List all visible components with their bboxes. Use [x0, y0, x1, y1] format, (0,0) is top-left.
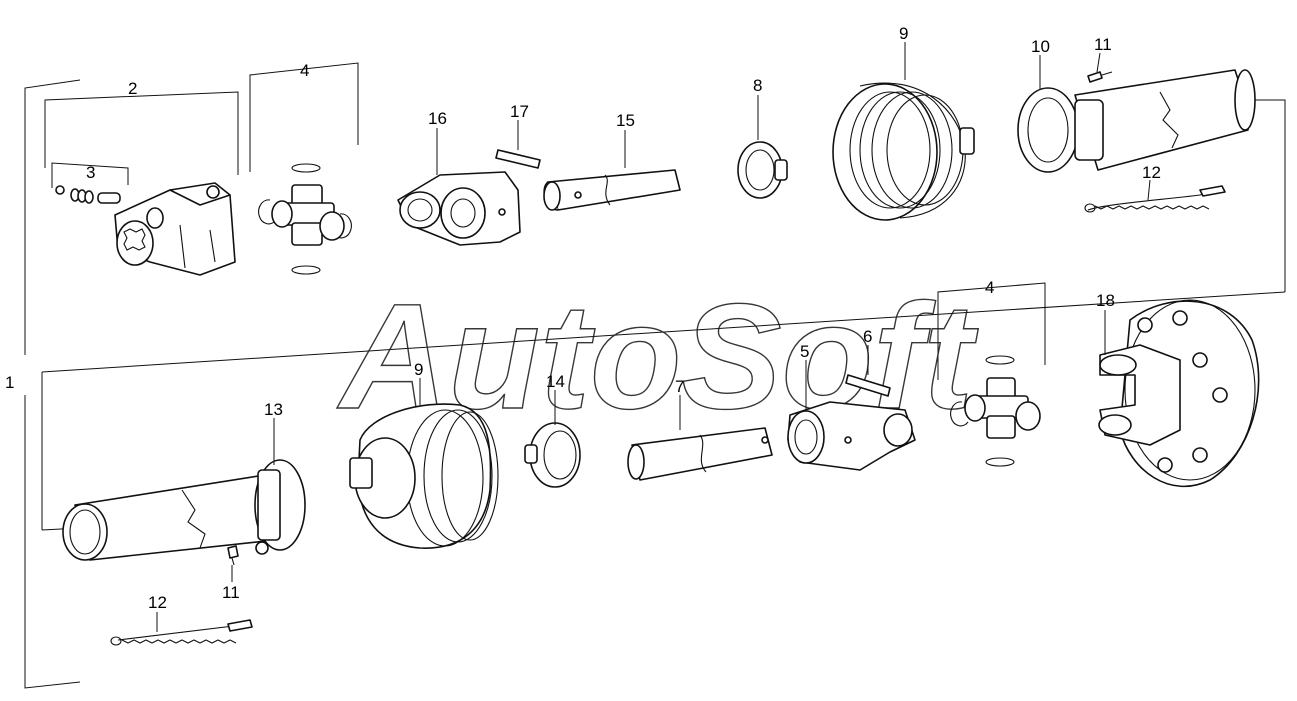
- callout-4-top: 4: [300, 61, 309, 80]
- detent-pin-set: [55, 185, 121, 204]
- safety-chain-top: [1084, 185, 1226, 213]
- callout-7: 7: [675, 377, 684, 396]
- outer-profile-tube: [627, 427, 773, 481]
- callout-17: 17: [510, 102, 529, 121]
- callout-12-bottom: 12: [148, 593, 167, 612]
- screw-top: [1087, 71, 1113, 83]
- callout-9-bottom: 9: [414, 360, 423, 379]
- callout-11-top: 11: [1094, 35, 1112, 54]
- splined-yoke: [114, 182, 236, 276]
- callout-13: 13: [264, 400, 283, 419]
- screw-bottom: [227, 545, 239, 566]
- outer-guard-tube-top: [1017, 69, 1256, 173]
- inner-tube-yoke: [397, 171, 521, 246]
- callout-1: 1: [5, 373, 14, 392]
- callout-labels: 1 2 3 4 16 17 15 8 9 10 11 12 9 13 14 7 …: [5, 24, 1161, 612]
- safety-chain-bottom: [110, 619, 253, 646]
- leader-lines: [156, 42, 1151, 632]
- outer-guard-tube-bottom: [62, 459, 306, 561]
- callout-8: 8: [753, 76, 762, 95]
- roll-pin-bottom: [845, 374, 891, 397]
- callout-15: 15: [616, 111, 635, 130]
- callout-11-bottom: 11: [222, 583, 240, 602]
- guard-bearing-ring: [737, 141, 788, 199]
- callout-14: 14: [546, 372, 565, 391]
- cross-journal-kit-bottom: [950, 355, 1041, 467]
- callout-2: 2: [128, 79, 137, 98]
- roll-pin-top: [495, 149, 541, 169]
- callout-5: 5: [800, 342, 809, 361]
- callout-4-bottom: 4: [985, 278, 994, 297]
- inner-profile-tube: [543, 169, 681, 211]
- callout-12-top: 12: [1142, 163, 1161, 182]
- flange-yoke: [1098, 299, 1260, 488]
- outer-guard-cone-bottom: [349, 403, 499, 549]
- outer-guard-cone-top: [832, 82, 975, 221]
- callout-18: 18: [1096, 291, 1115, 310]
- callout-3: 3: [86, 163, 95, 182]
- callout-16: 16: [428, 109, 447, 128]
- cross-journal-kit-top: [258, 163, 352, 275]
- callout-6: 6: [863, 327, 872, 346]
- guard-bearing-ring-bottom: [524, 422, 581, 488]
- assembly-bracket-frame: [24, 62, 1286, 689]
- outer-tube-yoke: [787, 401, 916, 471]
- callout-9-top: 9: [899, 24, 908, 43]
- callout-10: 10: [1031, 37, 1050, 56]
